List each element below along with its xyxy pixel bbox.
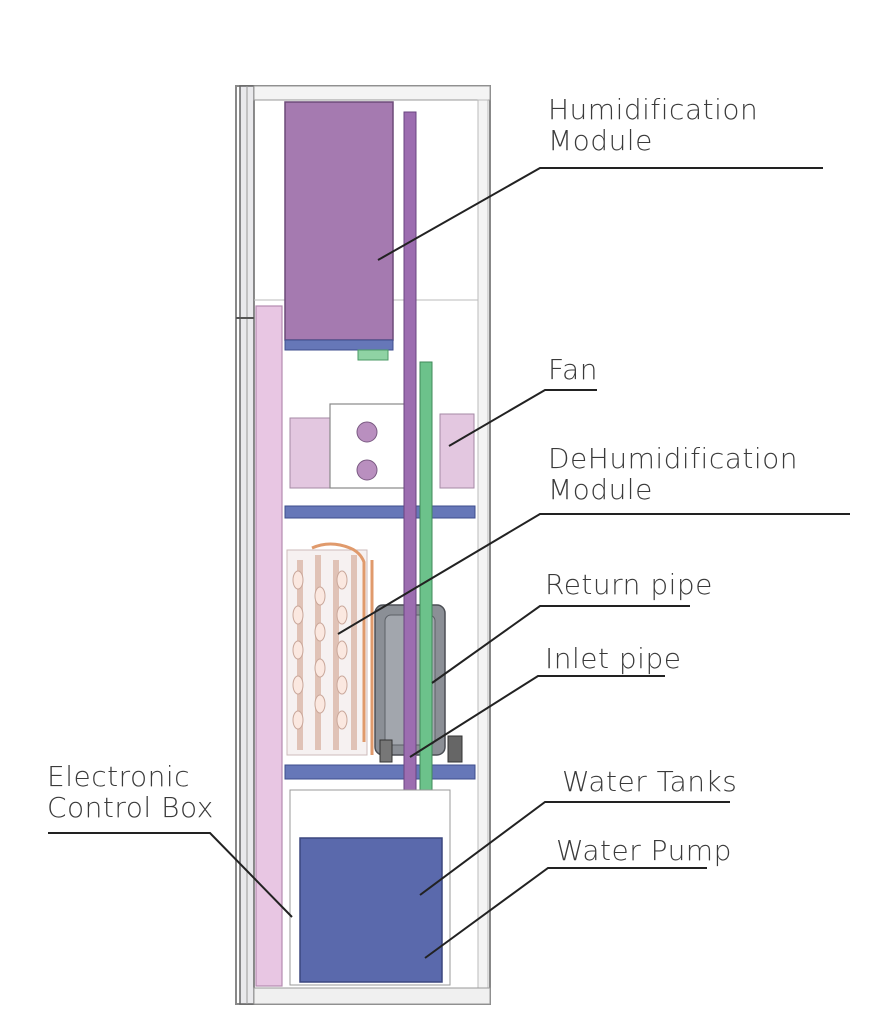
label-electronic-control-box: Electronic Control Box <box>47 760 214 824</box>
label-fan: Fan <box>548 353 598 386</box>
leader-return-pipe <box>431 605 690 684</box>
leader-fan <box>448 389 597 447</box>
humidification-module <box>284 101 394 361</box>
label-water-pump: Water Pump <box>556 834 732 867</box>
coil-shelf <box>284 764 476 780</box>
leader-lines <box>48 167 850 959</box>
label-dehumidification-module: DeHumidification Module <box>548 442 799 506</box>
water-tank <box>289 789 451 986</box>
control-box-panel <box>255 305 283 987</box>
leader-water-tanks <box>419 801 730 896</box>
label-humidification-module: Humidification Module <box>548 93 759 157</box>
label-return-pipe: Return pipe <box>545 568 713 601</box>
leader-control-box <box>48 832 293 918</box>
inlet-pipe <box>419 361 433 833</box>
leader-humidification <box>377 167 823 261</box>
leader-dehumidification <box>337 513 850 635</box>
label-inlet-pipe: Inlet pipe <box>545 642 682 675</box>
label-water-tanks: Water Tanks <box>562 765 738 798</box>
leader-inlet-pipe <box>409 675 665 758</box>
fan-shelf <box>284 505 476 519</box>
leader-water-pump <box>424 867 707 959</box>
dehumidification-coil <box>286 542 374 756</box>
